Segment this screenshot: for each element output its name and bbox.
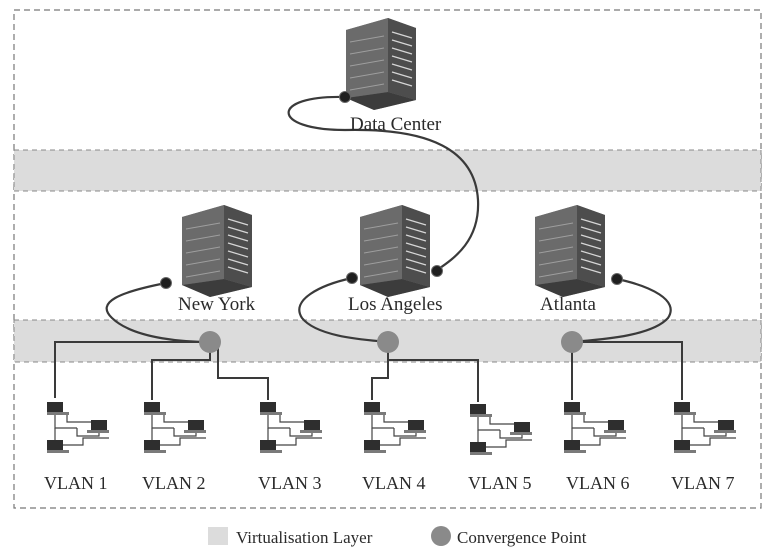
legend-swatch-convergence-point bbox=[431, 526, 451, 546]
site-label-newyork: New York bbox=[178, 294, 256, 315]
endpoint-dot-icon bbox=[346, 272, 358, 284]
server-building-icon-losangeles bbox=[359, 204, 431, 298]
site-label-atlanta: Atlanta bbox=[540, 294, 596, 315]
vlan-label: VLAN 4 bbox=[362, 473, 426, 493]
vlan-label: VLAN 6 bbox=[566, 473, 630, 493]
endpoint-dot-icon bbox=[160, 277, 172, 289]
site-label-losangeles: Los Angeles bbox=[348, 294, 442, 315]
server-building-icon-datacenter bbox=[345, 17, 417, 111]
link-losangeles bbox=[298, 276, 389, 344]
server-building-icon-newyork bbox=[181, 204, 253, 298]
vlan-label: VLAN 1 bbox=[44, 473, 108, 493]
site-label-datacenter: Data Center bbox=[350, 114, 442, 135]
vlan-label: VLAN 3 bbox=[258, 473, 322, 493]
link-datacenter-losangeles bbox=[287, 95, 480, 271]
legend-label-virtualisation-layer: Virtualisation Layer bbox=[236, 528, 373, 547]
convergence-point-atlanta bbox=[561, 331, 583, 353]
convergence-point-newyork bbox=[199, 331, 221, 353]
switch-icon-vlan2 bbox=[143, 401, 207, 454]
vlan-label: VLAN 5 bbox=[468, 473, 532, 493]
convergence-point-losangeles bbox=[377, 331, 399, 353]
legend-label-convergence-point: Convergence Point bbox=[457, 528, 587, 547]
server-building-icon-atlanta bbox=[534, 204, 606, 298]
switch-icon-vlan5 bbox=[469, 403, 533, 456]
legend-swatch-virtualisation-layer bbox=[208, 527, 228, 545]
virtualisation-layer-top bbox=[13, 149, 762, 192]
vlan-label: VLAN 2 bbox=[142, 473, 206, 493]
switch-icon-vlan3 bbox=[259, 401, 323, 454]
endpoint-dot-icon bbox=[431, 265, 443, 277]
endpoint-dot-icon bbox=[611, 273, 623, 285]
diagram-frame bbox=[13, 9, 762, 509]
endpoint-dot-icon bbox=[339, 91, 351, 103]
vlan-label: VLAN 7 bbox=[671, 473, 735, 493]
switch-icon-vlan7 bbox=[673, 401, 737, 454]
switch-icon-vlan1 bbox=[46, 401, 110, 454]
switch-icon-vlan4 bbox=[363, 401, 427, 454]
link-atlanta bbox=[571, 277, 672, 344]
legend: Virtualisation Layer Convergence Point bbox=[208, 526, 587, 547]
switch-icon-vlan6 bbox=[563, 401, 627, 454]
